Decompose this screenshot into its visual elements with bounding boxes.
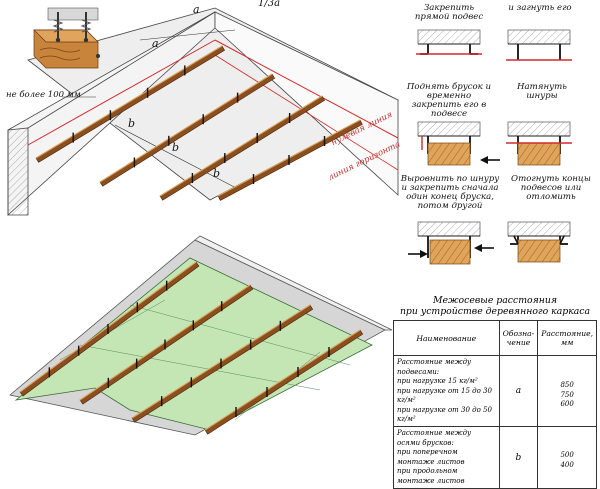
row-joists-line-1: Расстояние между осями брусков: [397, 429, 472, 447]
joist-7 [131, 304, 314, 423]
bottom-joists [19, 261, 364, 435]
row-hangers-line-4: при нагрузке от 30 до 50 кг/м² [397, 405, 492, 423]
dim-b-label-1: b [128, 117, 136, 130]
row-hangers-values: 850 750 600 [537, 355, 597, 428]
horizon-line [214, 54, 399, 171]
dim-a-label: a [193, 3, 200, 16]
step-5-text: Выровнить по шнуру и закрепить сначала о… [400, 174, 500, 212]
joist-5 [19, 261, 200, 397]
step-5-icon [408, 221, 494, 265]
row-joists-line-2: при поперечном монтаже листов [397, 448, 465, 466]
step-1-text: Закрепить прямой подвес [414, 3, 484, 23]
wall-edge [7, 127, 29, 216]
level-line-right [214, 39, 399, 139]
row-hangers-line-2: при нагрузке 15 кг/м² [397, 377, 478, 386]
header-symbol: Обозна- чение [498, 320, 539, 357]
step-3-text: Поднять брусок и временно закрепить его … [406, 82, 492, 120]
joist-3 [159, 95, 326, 201]
row-joists-line-3: при продольном монтаже листов [397, 467, 465, 485]
joist-2 [99, 73, 276, 187]
right-wall [214, 11, 399, 196]
joist-8 [204, 329, 364, 435]
bottom-right-wall [194, 235, 393, 331]
row-joists-name: Расстояние между осями брусков: при попе… [393, 426, 500, 489]
row-hangers-name: Расстояние между подвесами: при нагрузке… [393, 355, 500, 428]
row-hangers-symbol: a [498, 355, 539, 428]
row-hangers-line-1: Расстояние между подвесами: [397, 358, 472, 376]
max-100mm-note: не более 100 мм [6, 90, 81, 100]
step-2-text: и загнуть его [508, 3, 572, 13]
header-name: Наименование [393, 320, 500, 357]
top-joists [35, 45, 363, 201]
dim-a-label-2: a [152, 37, 159, 50]
step-icons [408, 29, 572, 265]
spacing-table: Межосевые расстояния при устройстве дере… [393, 295, 597, 489]
hanger-detail [33, 7, 100, 69]
row-hangers-value-1: 850 [560, 381, 574, 390]
step-4-icon [506, 121, 572, 166]
table-row: Расстояние между подвесами: при нагрузке… [393, 355, 597, 428]
table-title: Межосевые расстояния при устройстве дере… [393, 295, 597, 317]
joist-6 [79, 284, 254, 405]
dim-b-label-2: b [172, 141, 180, 154]
step-6-icon [507, 221, 571, 263]
joist-1 [35, 45, 225, 163]
step-6-text: Отогнуть концы подвесов или отломить [511, 174, 591, 203]
step-1-icon [416, 29, 482, 55]
level-line-left [27, 39, 216, 146]
dim-b-label-3: b [213, 167, 221, 180]
row-hangers-value-3: 600 [560, 400, 574, 409]
row-joists-symbol: b [498, 426, 539, 489]
spacing-grid: Наименование Обозна- чение Расстояние, м… [393, 320, 597, 489]
row-joists-value-1: 500 [560, 451, 574, 460]
dim-line-a [139, 29, 236, 41]
step-4-text: Натянуть шнуры [517, 82, 567, 102]
row-hangers-value-2: 750 [560, 390, 574, 399]
ceiling-edge [27, 11, 216, 129]
ceiling-frame-diagram [7, 7, 572, 436]
row-joists-values: 500 400 [537, 426, 597, 489]
row-hangers-line-3: при нагрузке от 15 до 30 кг/м² [397, 386, 492, 405]
table-title-line-1: Межосевые расстояния [432, 295, 558, 306]
row-joists-value-2: 400 [560, 460, 574, 469]
table-header-row: Наименование Обозна- чение Расстояние, м… [393, 320, 597, 357]
joist-4 [217, 119, 363, 201]
step-2-icon [506, 29, 572, 61]
step-3-icon [417, 121, 500, 166]
dim-line-b [114, 124, 241, 191]
header-distance: Расстояние, мм [537, 320, 597, 357]
table-title-line-2: при устройстве деревянного каркаса [399, 305, 591, 317]
table-row: Расстояние между осями брусков: при попе… [393, 426, 597, 489]
bottom-room [9, 235, 393, 436]
dim-third-a-label: 1/3a [258, 0, 281, 9]
